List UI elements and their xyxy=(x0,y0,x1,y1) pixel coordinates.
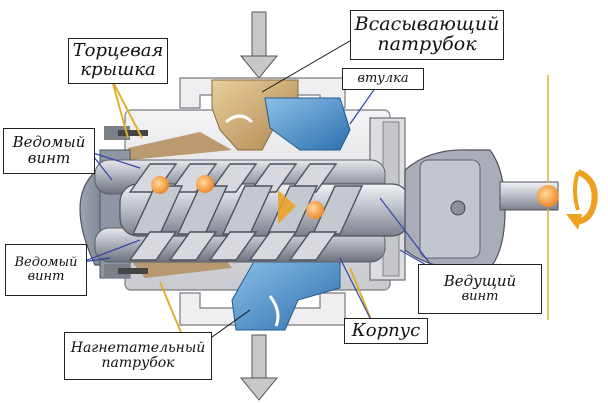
label-driven-screw-top: Ведомый винт xyxy=(3,128,95,174)
end-cover-line2: крышка xyxy=(80,59,156,80)
discharge-pipe-line1: Нагнетательный xyxy=(70,340,206,357)
leader-lines xyxy=(81,37,436,343)
label-discharge-pipe: Нагнетательный патрубок xyxy=(64,332,212,380)
label-housing: Корпус xyxy=(344,318,428,344)
driven-screw-bottom-line2: винт xyxy=(27,269,65,284)
housing-text: Корпус xyxy=(351,319,421,341)
discharge-pipe-line2: патрубок xyxy=(101,355,175,371)
drive-screw-line2: винт xyxy=(461,289,499,305)
label-end-cover: Торцевая крышка xyxy=(68,38,168,84)
fluid-markers xyxy=(151,175,324,224)
label-drive-screw: Ведущий винт xyxy=(418,264,542,314)
suction-pipe-line1: Всасывающий xyxy=(354,13,500,36)
driven-screw-top-line2: винт xyxy=(27,149,71,167)
rotation-arrow-icon xyxy=(566,169,598,230)
driven-screw-top-line1: Ведомый xyxy=(12,133,86,152)
discharge-chamber xyxy=(231,97,351,331)
drive-screw-line1: Ведущий xyxy=(443,272,517,291)
label-suction-pipe: Всасывающий патрубок xyxy=(350,10,504,60)
end-cover-line1: Торцевая xyxy=(72,40,164,62)
driven-screw-bottom-line1: Ведомый xyxy=(14,255,78,271)
suction-pipe-line2: патрубок xyxy=(377,33,477,55)
label-driven-screw-bottom: Ведомый винт xyxy=(5,244,87,296)
screw-threads xyxy=(128,163,364,261)
label-bushing: втулка xyxy=(342,68,424,90)
suction-flow-arrow xyxy=(239,11,279,79)
drive-shaft xyxy=(499,75,559,320)
bearing-housing xyxy=(404,149,506,269)
bushing-text: втулка xyxy=(357,71,409,87)
discharge-flow-arrow xyxy=(239,334,279,401)
